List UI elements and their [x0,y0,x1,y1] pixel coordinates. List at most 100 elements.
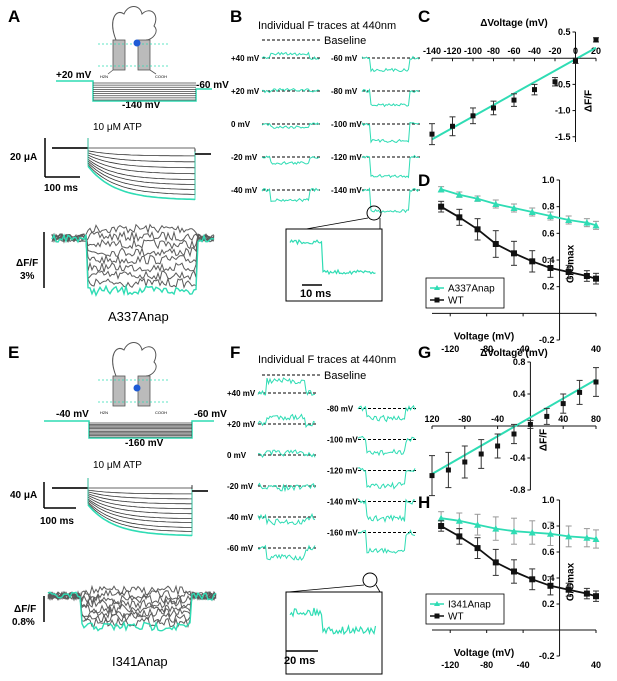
data-point [583,273,590,279]
f-trace [357,529,416,554]
legend-marker [434,285,440,290]
data-point [547,582,554,589]
voltage-label: -80 mV [327,405,354,414]
x-tick-label: 40 [591,660,601,670]
data-point [593,37,599,43]
x-axis-label: ΔVoltage (mV) [480,348,548,359]
baseline-label: Baseline [324,35,366,47]
panel-letter-f: F [230,343,240,362]
inset-box [285,228,383,302]
f-trace [257,449,316,459]
f-trace [361,187,420,214]
y-tick-label: 0.6 [542,547,555,557]
fluorescence-trace [51,233,215,298]
tm2-helix [137,39,151,71]
data-point [474,195,482,202]
y-tick-label: -0.4 [510,453,526,463]
inset-zoom-circle [366,205,382,221]
y-tick-label: -0.8 [510,485,526,495]
y-tick-label: 0.8 [542,521,555,531]
data-point [437,514,445,522]
y-tick-label: 1.0 [542,495,555,505]
series-line [440,517,597,540]
inset-zoom-circle [362,572,378,588]
f-trace [261,155,320,165]
data-point [450,123,455,129]
f-trace [361,55,420,73]
data-point [474,545,481,552]
data-point [583,534,591,541]
data-point [565,532,573,540]
data-point [511,431,517,437]
y-tick-label: -0.5 [555,79,571,89]
x-tick-label: -80 [458,414,471,424]
f-trace [257,512,316,526]
current-trace [87,503,193,532]
current-trace [87,504,192,537]
df-scale-label: 3% [20,271,35,282]
voltage-label: -80 mV [331,87,358,96]
data-point [565,269,572,275]
voltage-label: -100 mV [331,120,362,129]
panel-letter-d: D [418,171,430,190]
y-axis-label: G/Gmax [566,244,577,283]
current-trace [87,498,192,519]
y-tick-label: -0.2 [539,651,555,661]
voltage-label: -120 mV [327,467,358,476]
current-trace [87,501,192,528]
current-trace [87,158,195,181]
f-trace [361,154,420,179]
time-scale-label: 100 ms [44,183,78,194]
x-tick-label: 20 [591,46,601,56]
data-point [492,241,499,247]
x-axis-label: Voltage (mV) [454,331,514,342]
x-tick-label: 80 [591,414,601,424]
y-tick-label: 0.4 [542,573,555,583]
data-point [456,214,463,221]
y-tick-label: 0.2 [542,599,555,609]
voltage-label: -40 mV [231,186,258,195]
y-axis-label: ΔF/F [538,429,549,451]
f-trace [261,51,320,61]
y-tick-label: -1.5 [555,132,571,142]
data-point [492,559,499,566]
data-point [573,58,578,64]
inset-scale-label: 10 ms [300,288,331,300]
baseline-label: Baseline [324,370,366,382]
traces-title: Individual F traces at 440nm [258,354,396,366]
panel-e: E H2N COOH -40 mV -60 mV -160 mV 10 μM A… [8,342,227,669]
voltage-label: -120 mV [331,153,362,162]
current-trace [87,499,193,523]
protocol-min-label: -160 mV [125,438,164,449]
traces-title: Individual F traces at 440nm [258,20,396,32]
data-point [527,421,533,427]
data-point [495,443,501,449]
data-point [474,521,482,528]
data-point [565,216,573,223]
y-tick-label: 0.4 [513,389,526,399]
data-point [478,451,484,457]
panel-letter-g: G [418,343,431,362]
data-point [593,275,599,282]
data-point [437,185,445,193]
current-trace [87,162,196,190]
voltage-label: 0 mV [231,120,251,129]
f-trace [257,482,316,493]
data-point [470,113,476,119]
fluorescence-traces-a: ΔF/F 3% A337Anap [16,223,215,324]
data-point [529,576,536,583]
f-trace [361,88,420,108]
df-label: ΔF/F [14,604,36,615]
data-point [462,459,468,465]
current-traces-e: 10 μM ATP 40 μA 100 ms [10,460,208,537]
x-tick-label: -120 [441,344,459,354]
x-tick-label: 0 [573,46,578,56]
fluorescence-trace [47,591,217,611]
panel-b: B Individual F traces at 440nm Baseline … [230,7,420,302]
panel-letter-h: H [418,493,430,512]
data-point [511,250,517,257]
legend-label: I341Anap [448,600,491,611]
voltage-protocol-a: +20 mV -60 mV -140 mV [56,70,229,111]
fluorescence-trace [51,233,215,282]
